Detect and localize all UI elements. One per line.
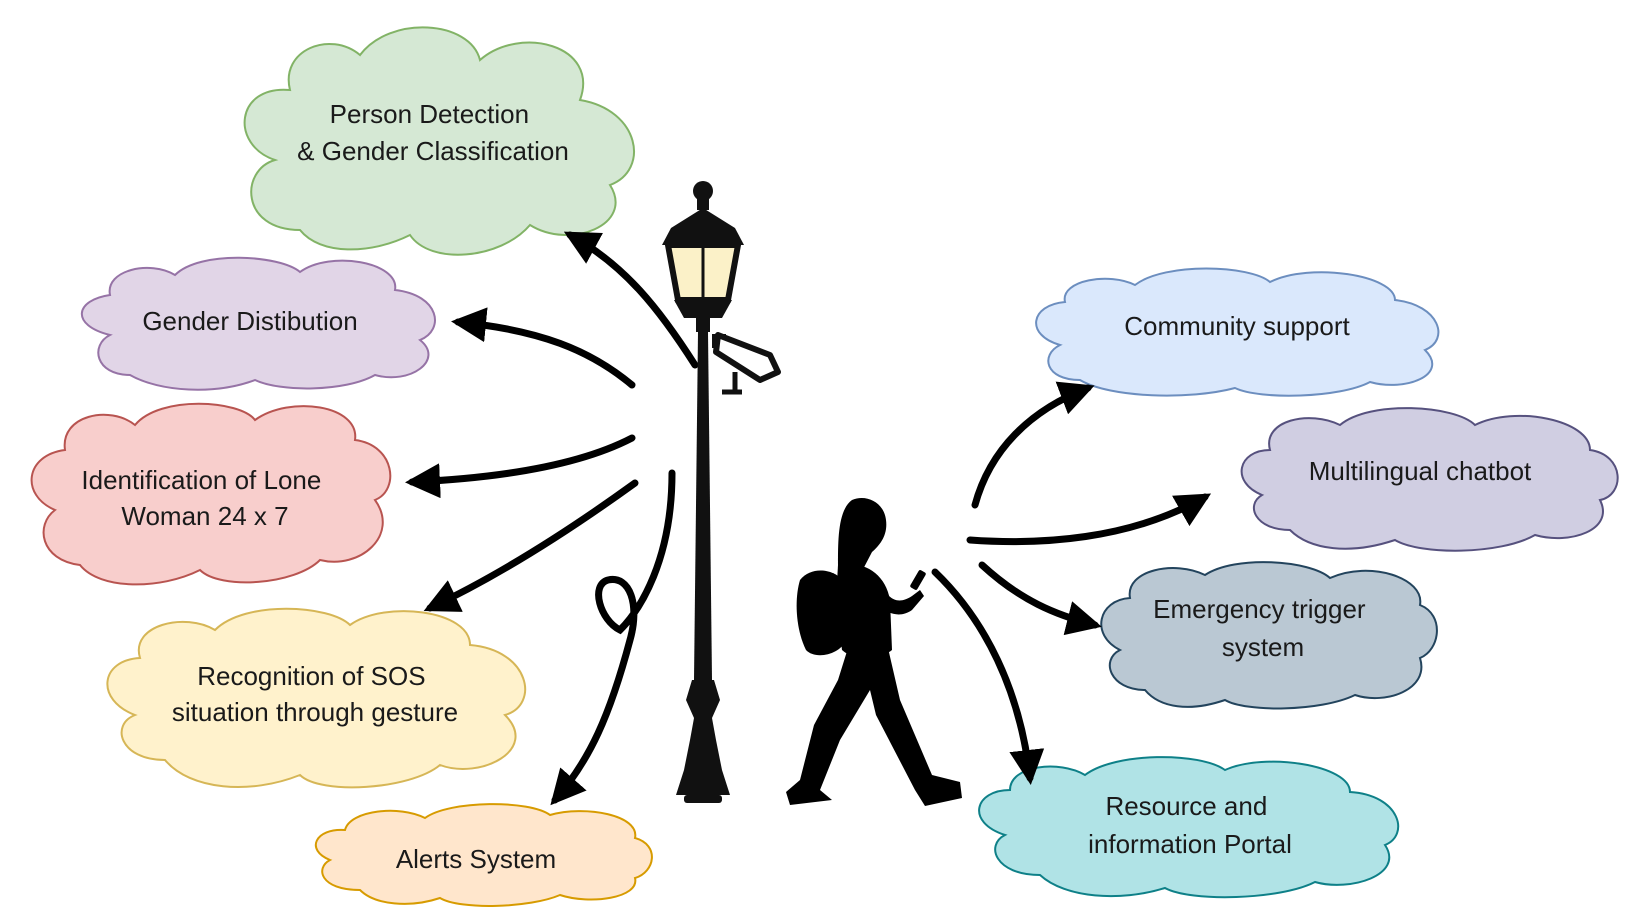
cloud-emergency: Emergency trigger system bbox=[1100, 561, 1438, 710]
cloud-line-1: Multilingual chatbot bbox=[1309, 456, 1532, 486]
cloud-line-1: Person Detection bbox=[330, 99, 529, 129]
cloud-label: Alerts System bbox=[396, 844, 556, 874]
cloud-line-1: Alerts System bbox=[396, 844, 556, 874]
cloud-line-2: system bbox=[1222, 632, 1304, 662]
cloud-line-1: Gender Distibution bbox=[142, 306, 357, 336]
cloud-chatbot: Multilingual chatbot bbox=[1240, 407, 1619, 552]
cloud-shape bbox=[1240, 407, 1619, 552]
cloud-lone-woman: Identification of Lone Woman 24 x 7 bbox=[30, 402, 392, 586]
arrow-to-alerts bbox=[550, 469, 676, 806]
cloud-line-1: Emergency trigger bbox=[1153, 594, 1366, 624]
woman-walking-icon bbox=[786, 498, 962, 806]
arrow-to-lone-woman bbox=[405, 434, 636, 499]
cloud-line-1: Identification of Lone bbox=[81, 465, 321, 495]
arrows bbox=[405, 231, 1212, 806]
cloud-label: Community support bbox=[1124, 311, 1350, 341]
cloud-label: Person Detection & Gender Classification bbox=[297, 99, 569, 166]
arrow-to-community bbox=[971, 381, 1095, 509]
cloud-shape bbox=[1035, 267, 1440, 397]
arrow-to-portal bbox=[931, 568, 1045, 785]
cloud-gender-distribution: Gender Distibution bbox=[80, 256, 436, 391]
cloud-line-2: situation through gesture bbox=[172, 697, 458, 727]
cloud-label: Resource and information Portal bbox=[1088, 791, 1292, 859]
street-lamp-icon bbox=[662, 181, 781, 803]
cloud-label: Multilingual chatbot bbox=[1309, 456, 1532, 486]
cloud-shape bbox=[30, 402, 392, 586]
cloud-shape bbox=[1100, 561, 1438, 710]
cloud-shape bbox=[80, 256, 436, 391]
cloud-line-1: Recognition of SOS bbox=[197, 661, 425, 691]
cctv-camera-icon bbox=[712, 332, 781, 395]
cloud-line-2: & Gender Classification bbox=[297, 136, 569, 166]
cloud-line-2: Woman 24 x 7 bbox=[121, 501, 288, 531]
cloud-label: Emergency trigger system bbox=[1153, 594, 1373, 662]
cloud-shape bbox=[978, 756, 1400, 899]
arrow-to-person-detection bbox=[563, 231, 699, 369]
cloud-line-1: Resource and bbox=[1105, 791, 1267, 821]
cloud-sos-gesture: Recognition of SOS situation through ges… bbox=[106, 607, 527, 789]
cloud-portal: Resource and information Portal bbox=[978, 756, 1400, 899]
arrow-to-sos-gesture bbox=[423, 479, 639, 612]
arrow-to-gender-distribution bbox=[451, 307, 636, 389]
cloud-label: Gender Distibution bbox=[142, 306, 357, 336]
cloud-alerts: Alerts System bbox=[314, 803, 653, 907]
cloud-shape bbox=[314, 803, 653, 907]
cloud-person-detection: Person Detection & Gender Classification bbox=[243, 26, 635, 256]
arrow-to-emergency bbox=[978, 561, 1102, 636]
cloud-label: Recognition of SOS situation through ges… bbox=[172, 661, 458, 727]
cloud-shape bbox=[243, 26, 635, 256]
arrow-to-chatbot bbox=[966, 493, 1212, 546]
cloud-line-2: information Portal bbox=[1088, 829, 1292, 859]
cloud-line-1: Community support bbox=[1124, 311, 1350, 341]
cloud-community: Community support bbox=[1035, 267, 1440, 397]
cloud-shape bbox=[106, 607, 527, 789]
cloud-label: Identification of Lone Woman 24 x 7 bbox=[81, 465, 328, 531]
